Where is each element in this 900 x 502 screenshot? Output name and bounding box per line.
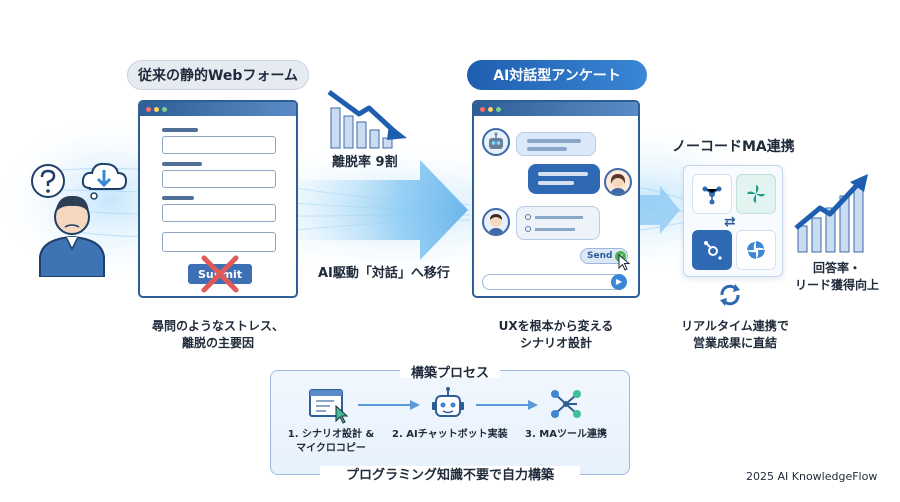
chatbot-icon	[432, 387, 464, 417]
step-arrow-icon	[476, 400, 538, 410]
female-user-avatar-icon	[604, 168, 632, 196]
process-step-1-line2: マイクロコピー	[296, 443, 366, 454]
pinwheel-icon	[747, 185, 765, 203]
ai-chat-titlebar	[474, 102, 638, 116]
form-label-line	[162, 196, 194, 200]
result-line1: 回答率・	[812, 261, 861, 275]
ma-tool-tile	[736, 174, 776, 214]
ai-survey-caption-line2: シナリオ設計	[519, 336, 592, 350]
cursor-icon	[618, 254, 631, 271]
declining-chart-icon	[327, 89, 407, 149]
result-line2: リード獲得向上	[794, 278, 879, 292]
process-step-3-line1: 3. MAツール連携	[525, 429, 607, 440]
process-step-1: 1. シナリオ設計 & マイクロコピー	[276, 428, 386, 456]
old-form-window: Submit	[138, 100, 298, 298]
growth-chart-icon	[794, 174, 868, 253]
ma-panel: ⇄	[683, 165, 783, 277]
stressed-user-icon	[39, 195, 105, 277]
ma-title: ノーコードMA連携	[672, 139, 795, 155]
form-field	[162, 170, 276, 188]
form-field	[162, 204, 276, 222]
ma-tool-tile	[692, 174, 732, 214]
process-step-2: 2. AIチャットボット実装	[392, 428, 508, 442]
scenario-editor-icon	[309, 389, 349, 424]
process-step-2-line1: 2. AIチャットボット実装	[392, 429, 508, 440]
build-process-panel: 構築プロセス プログラミング知識不要で自力構築	[270, 370, 630, 475]
process-title-backdrop	[400, 362, 500, 378]
form-field	[162, 136, 276, 154]
male-user-avatar-icon	[482, 208, 510, 236]
chat-input-field	[482, 274, 622, 290]
hub-icon	[704, 241, 722, 260]
old-form-caption-line2: 離脱の主要因	[181, 336, 254, 350]
bot-avatar-icon	[482, 128, 510, 156]
sync-arrows-icon: ⇄	[724, 214, 736, 230]
process-step-1-line1: 1. シナリオ設計 &	[287, 429, 375, 440]
process-footer: プログラミング知識不要で自力構築	[345, 468, 554, 483]
swirl-icon	[747, 241, 765, 259]
result-caption: 回答率・ リード獲得向上	[782, 260, 892, 294]
old-form-titlebar	[140, 102, 296, 116]
ai-survey-caption: UXを根本から変える シナリオ設計	[456, 318, 656, 352]
old-form-caption-line1: 尋問のようなストレス、	[151, 319, 284, 333]
process-step-3: 3. MAツール連携	[512, 428, 620, 442]
form-field	[162, 232, 276, 252]
user-message-bubble	[528, 164, 600, 194]
step-arrow-icon	[358, 400, 420, 410]
ai-chat-window: Send ✓ ▶	[472, 100, 640, 298]
ma-caption-line1: リアルタイム連携で	[681, 319, 789, 333]
transition-label: AI駆動「対話」へ移行	[318, 266, 450, 281]
ma-tool-tile	[692, 230, 732, 270]
bot-message-bubble	[516, 132, 596, 156]
chat-send-icon: ▶	[611, 274, 627, 290]
refresh-icon	[720, 284, 740, 306]
old-form-caption: 尋問のようなストレス、 離脱の主要因	[118, 318, 318, 352]
integration-node-icon	[551, 390, 581, 418]
ma-caption: リアルタイム連携で 営業成果に直結	[650, 318, 820, 352]
form-label-line	[162, 128, 198, 132]
ai-survey-caption-line1: UXを根本から変える	[498, 319, 614, 333]
form-label-line	[162, 162, 202, 166]
ma-tool-tile	[736, 230, 776, 270]
dropoff-label: 離脱率 9割	[332, 155, 398, 170]
process-footer-backdrop	[320, 466, 580, 482]
cross-icon	[201, 255, 239, 293]
process-title: 構築プロセス	[410, 366, 489, 381]
credit-text: 2025 AI KnowledgeFlow	[746, 470, 878, 483]
network-node-icon	[702, 186, 722, 205]
ma-caption-line2: 営業成果に直結	[692, 336, 777, 350]
old-form-title: 従来の静的Webフォーム	[127, 60, 309, 90]
option-list-bubble	[516, 206, 600, 240]
download-bubble-icon	[81, 162, 128, 200]
question-bubble-icon	[31, 164, 65, 198]
send-label: Send	[587, 251, 613, 261]
ai-survey-title: AI対話型アンケート	[467, 60, 647, 90]
